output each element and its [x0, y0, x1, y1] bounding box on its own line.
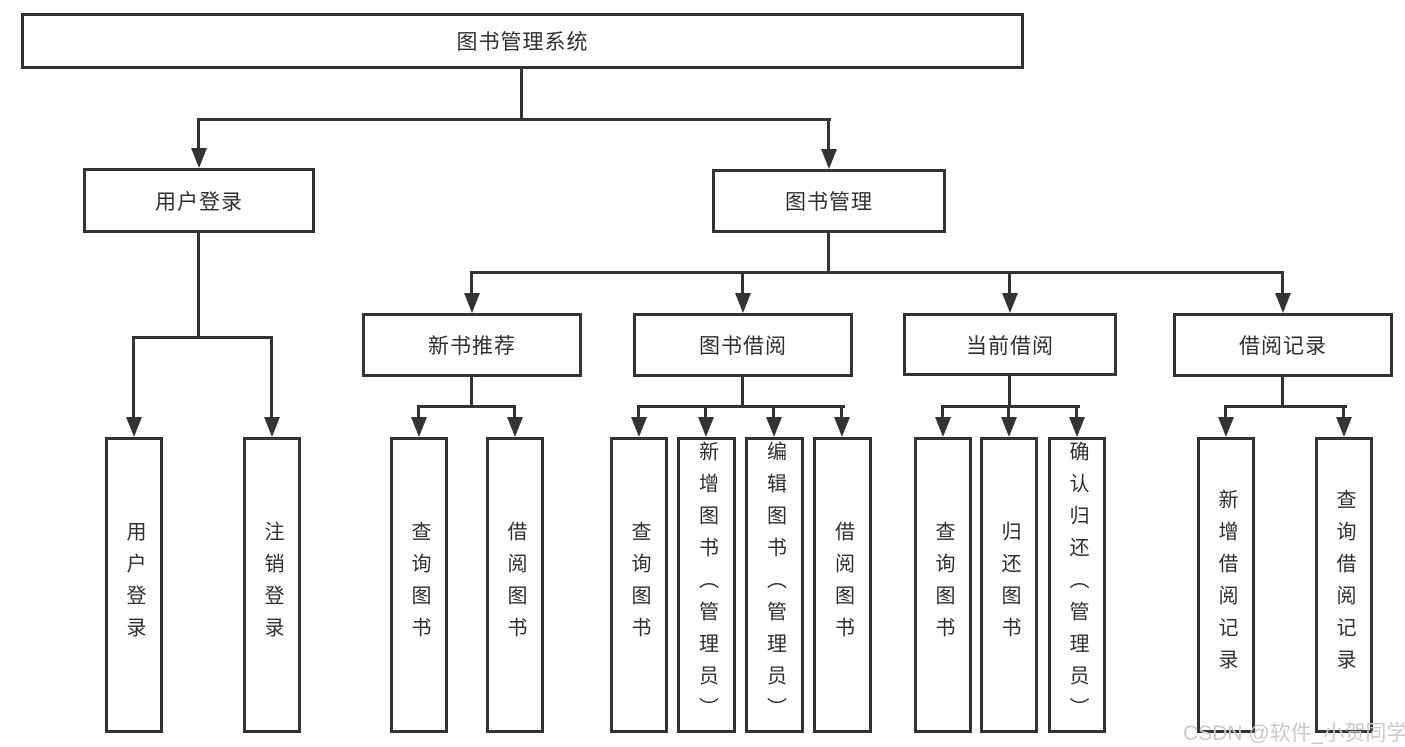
leaf-user-login: 用户登录: [105, 437, 163, 733]
arrowhead-down-icon: [126, 417, 142, 437]
leaf-label: 查询借阅记录: [1333, 489, 1355, 681]
connector-line: [1281, 377, 1284, 408]
connector-line: [941, 405, 1080, 408]
leaf-label: 借阅图书: [504, 521, 526, 649]
arrowhead-down-icon: [935, 417, 951, 437]
arrowhead-down-icon: [1001, 417, 1017, 437]
connector-line: [637, 405, 845, 408]
connector-line: [1342, 405, 1345, 419]
leaf-label: 确认归还（管理员）: [1066, 441, 1088, 729]
connector-line: [840, 405, 843, 419]
arrowhead-down-icon: [1069, 417, 1085, 437]
connector-line: [270, 336, 273, 421]
leaf-query-books: 查询图书: [610, 437, 668, 733]
connector-line: [741, 377, 744, 408]
arrowhead-down-icon: [1002, 293, 1018, 313]
leaf-label: 新增借阅记录: [1215, 489, 1237, 681]
connector-line: [827, 233, 830, 274]
connector-line: [772, 405, 775, 419]
leaf-label: 查询图书: [628, 521, 650, 649]
connector-line: [704, 405, 707, 419]
connector-line: [1224, 405, 1227, 419]
node-label: 当前借阅: [966, 334, 1054, 358]
leaf-label: 新增图书（管理员）: [695, 441, 718, 729]
csdn-watermark: CSDN @软件_小贺同学: [1183, 722, 1405, 745]
connector-line: [197, 118, 831, 121]
leaf-borrow-books: 借阅图书: [486, 437, 544, 733]
arrowhead-down-icon: [191, 148, 207, 168]
connector-line: [1008, 376, 1011, 408]
connector-line: [827, 118, 830, 152]
connector-line: [470, 271, 1284, 274]
leaf-borrow-books: 借阅图书: [813, 437, 872, 733]
leaf-label: 归还图书: [998, 521, 1020, 649]
leaf-label: 查询图书: [408, 521, 430, 649]
arrowhead-down-icon: [464, 293, 480, 313]
arrowhead-down-icon: [264, 417, 280, 437]
node-label: 图书管理: [785, 191, 873, 214]
node-label: 图书借阅: [699, 335, 787, 358]
arrowhead-down-icon: [411, 417, 427, 437]
arrowhead-down-icon: [1275, 293, 1291, 313]
leaf-label: 注销登录: [261, 521, 283, 649]
leaf-label: 借阅图书: [831, 521, 854, 649]
node-current-borrowing: 当前借阅: [903, 313, 1117, 376]
arrowhead-down-icon: [631, 417, 647, 437]
node-borrowing-records: 借阅记录: [1173, 313, 1393, 377]
connector-line: [520, 69, 523, 120]
node-book-borrowing: 图书借阅: [633, 313, 853, 377]
leaf-logout: 注销登录: [243, 437, 301, 733]
connector-line: [941, 405, 944, 419]
node-label: 新书推荐: [428, 335, 516, 358]
connector-line: [197, 233, 200, 338]
connector-line: [197, 118, 200, 152]
connector-line: [513, 405, 516, 419]
connector-line: [132, 336, 135, 421]
connector-line: [470, 271, 473, 295]
connector-line: [1281, 271, 1284, 295]
arrowhead-down-icon: [766, 417, 782, 437]
connector-line: [470, 377, 473, 408]
leaf-query-books: 查询图书: [914, 437, 972, 733]
connector-line: [1007, 405, 1010, 419]
node-label: 借阅记录: [1239, 335, 1327, 358]
arrowhead-down-icon: [735, 293, 751, 313]
node-new-book-recommendation: 新书推荐: [362, 313, 582, 377]
leaf-label: 查询图书: [932, 521, 954, 649]
leaf-query-books: 查询图书: [390, 437, 448, 733]
connector-line: [1224, 405, 1347, 408]
node-label: 图书管理系统: [456, 31, 589, 54]
connector-line: [417, 405, 420, 419]
arrowhead-down-icon: [1218, 417, 1234, 437]
leaf-label: 编辑图书（管理员）: [763, 441, 786, 729]
connector-line: [1075, 405, 1078, 419]
leaf-label: 用户登录: [123, 521, 145, 649]
connector-line: [637, 405, 640, 419]
node-library-management-system: 图书管理系统: [21, 13, 1024, 69]
connector-line: [1008, 271, 1011, 295]
arrowhead-down-icon: [507, 417, 523, 437]
leaf-confirm-return-admin: 确认归还（管理员）: [1048, 437, 1106, 733]
leaf-return-books: 归还图书: [980, 437, 1038, 733]
leaf-query-borrow-record: 查询借阅记录: [1315, 437, 1373, 733]
leaf-edit-books-admin: 编辑图书（管理员）: [745, 437, 804, 733]
leaf-add-books-admin: 新增图书（管理员）: [677, 437, 736, 733]
connector-line: [132, 336, 273, 339]
arrowhead-down-icon: [834, 417, 850, 437]
arrowhead-down-icon: [698, 417, 714, 437]
connector-line: [741, 271, 744, 295]
node-label: 用户登录: [155, 190, 243, 214]
leaf-add-borrow-record: 新增借阅记录: [1197, 437, 1255, 733]
arrowhead-down-icon: [1336, 417, 1352, 437]
connector-line: [417, 405, 516, 408]
node-user-login: 用户登录: [83, 168, 315, 233]
node-book-management: 图书管理: [712, 169, 946, 233]
arrowhead-down-icon: [821, 149, 837, 169]
